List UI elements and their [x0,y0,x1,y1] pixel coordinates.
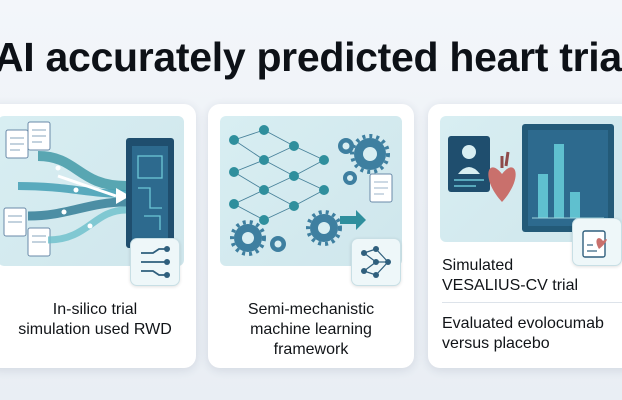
card-2-line-3: framework [273,341,349,358]
neural-network-icon [351,238,401,286]
data-flow-icon [130,238,180,286]
card-1-line-1: In-silico trial [52,301,138,318]
card-3-heading: Simulated VESALIUS-CV trial [442,256,622,296]
card-2-line-2: machine learning [250,321,372,338]
card-ml-framework: Semi-mechanistic machine learning framew… [208,104,414,368]
card-2-line-1: Semi-mechanistic [247,301,375,318]
heart-chart-icon [572,218,622,266]
card-1-text: In-silico trial simulation used RWD [0,300,190,340]
data-flow-illustration [0,116,184,266]
neural-network-illustration [220,116,402,266]
card-vesalius-cv-trial: Simulated VESALIUS-CV trial Evaluated ev… [428,104,622,368]
card-3-sub-line-1: Evaluated evolocumab [442,315,604,332]
card-3-subtext: Evaluated evolocumab versus placebo [442,314,622,354]
card-3-sub-line-2: versus placebo [442,335,550,352]
card-3-heading-line-2: VESALIUS-CV trial [442,277,579,294]
card-3-divider [442,302,622,303]
card-in-silico-simulation: In-silico trial simulation used RWD [0,104,196,368]
card-1-line-2: simulation used RWD [18,321,172,338]
card-3-heading-line-1: Simulated [442,257,514,274]
page-title: AI accurately predicted heart trial [0,34,622,80]
card-2-text: Semi-mechanistic machine learning framew… [216,300,406,360]
